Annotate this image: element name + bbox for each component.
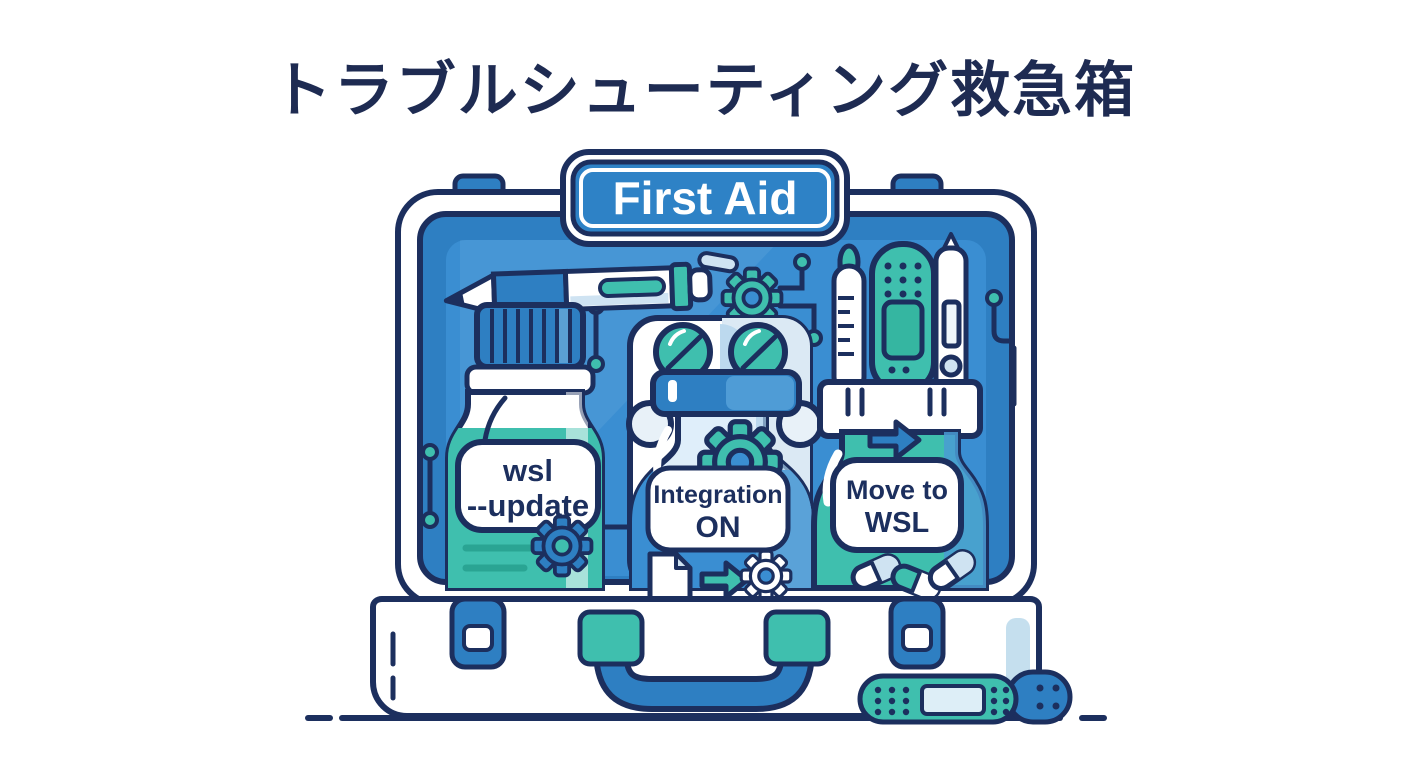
bottle-wsl-update: wsl --update	[445, 302, 605, 591]
capsule-icon	[850, 549, 977, 601]
bottle-integration-on: Integration ON	[626, 369, 824, 605]
arrow-right-icon	[867, 419, 922, 461]
instrument-holder	[831, 232, 969, 395]
document-icon	[647, 551, 693, 605]
arrow-right-icon	[699, 560, 750, 600]
label-integration-on	[645, 465, 791, 553]
gear-icon	[530, 514, 594, 578]
case-latch	[449, 596, 507, 670]
label-wsl-update-line2: --update	[467, 488, 589, 523]
thermometer-icon	[831, 243, 867, 395]
label-move-line2: WSL	[865, 507, 929, 539]
label-integration-line1: Integration	[653, 481, 782, 509]
case-handle	[577, 609, 831, 712]
label-move-to-wsl	[830, 457, 964, 553]
case-latch	[888, 596, 946, 670]
label-wsl-update-line1: wsl	[502, 453, 553, 488]
gear-icon	[739, 549, 793, 603]
first-aid-sign-label: First Aid	[613, 172, 798, 224]
digital-thermometer-icon	[933, 232, 969, 395]
label-wsl-update	[455, 439, 601, 533]
adhesive-bandage-icon	[857, 669, 1073, 725]
adhesive-bandage-icon	[869, 241, 937, 395]
case-base	[370, 596, 1042, 719]
pen-icon	[443, 251, 740, 316]
label-integration-line2: ON	[696, 511, 741, 544]
page-title: トラブルシューティング救急箱	[271, 56, 1137, 126]
bottle-move-to-wsl: Move to WSL	[811, 379, 989, 601]
label-move-line1: Move to	[846, 475, 948, 505]
first-aid-sign: First Aid	[560, 149, 850, 247]
